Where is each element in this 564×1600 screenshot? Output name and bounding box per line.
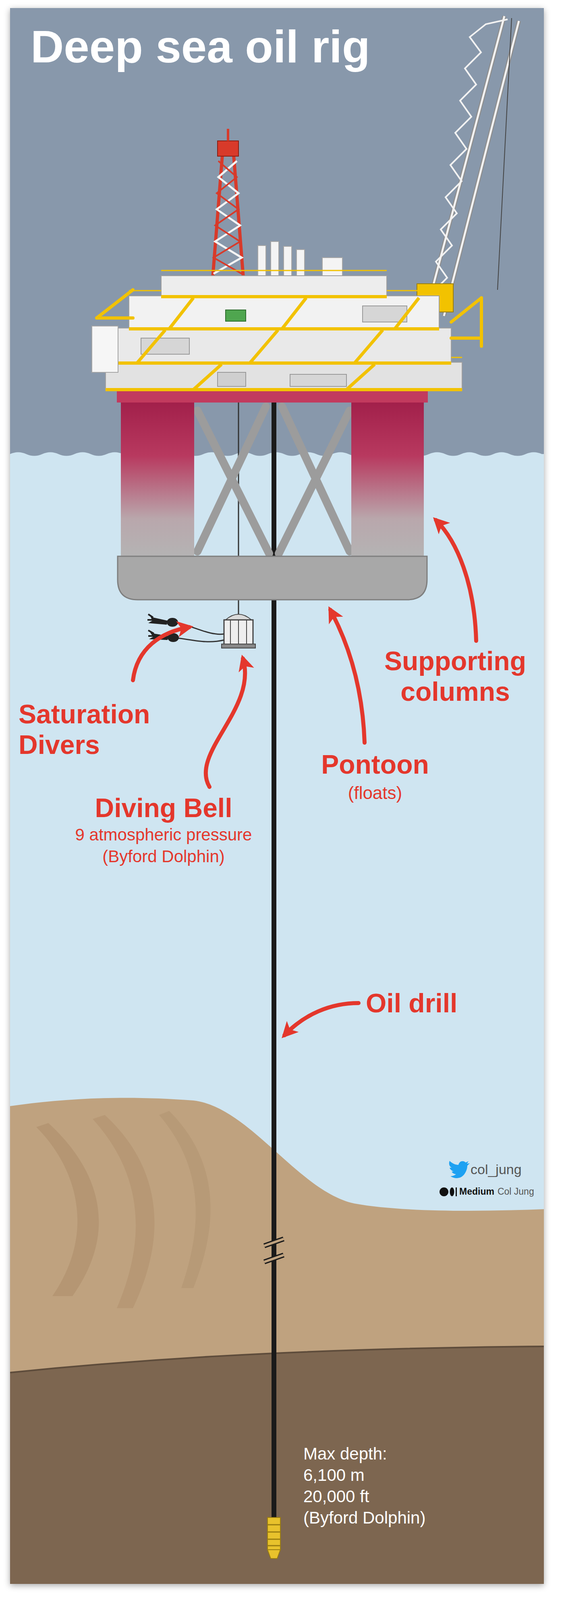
callout-arrow bbox=[284, 1003, 359, 1037]
watermark: col_jung bbox=[470, 1162, 522, 1179]
panel-frame bbox=[10, 8, 544, 1586]
sediment-streak bbox=[159, 1111, 211, 1290]
left-crane bbox=[96, 290, 482, 347]
yellow-girders bbox=[105, 296, 463, 390]
callout-label: Pontoon bbox=[321, 750, 430, 781]
drill-bit bbox=[267, 1518, 281, 1560]
callout-label: Diving Bell bbox=[94, 793, 233, 825]
pipe-break bbox=[264, 1256, 284, 1263]
cross-brace bbox=[197, 406, 350, 554]
support-column bbox=[351, 400, 424, 559]
depth-note: 20,000 ft bbox=[303, 1488, 370, 1508]
callout-note: (Byford Dolphin) bbox=[102, 847, 225, 867]
deck-modules bbox=[105, 275, 463, 391]
callout-arrow bbox=[330, 610, 365, 744]
callout-note: (floats) bbox=[348, 783, 403, 805]
pipe-break bbox=[264, 1256, 284, 1263]
saturation-diver bbox=[147, 614, 179, 628]
sediment-streak bbox=[36, 1123, 99, 1298]
deck-cabin bbox=[91, 326, 119, 373]
derrick-tower bbox=[212, 128, 244, 278]
crane-boom bbox=[416, 16, 519, 317]
sediment-streak bbox=[92, 1115, 155, 1310]
sky bbox=[10, 8, 544, 460]
diving-bell bbox=[221, 614, 256, 649]
pipe-break bbox=[264, 1239, 284, 1247]
layer-boundary bbox=[10, 1347, 544, 1374]
callout-arrow bbox=[435, 520, 477, 642]
pipe-break bbox=[264, 1239, 284, 1247]
depth-note: 6,100 m bbox=[303, 1466, 365, 1487]
medium-logo bbox=[439, 1188, 457, 1198]
seabed-sediment bbox=[10, 1098, 544, 1586]
deck-beam bbox=[116, 389, 428, 403]
callout-label: Supporting columns bbox=[370, 646, 540, 708]
pontoon-hull bbox=[117, 556, 428, 601]
depth-note: (Byford Dolphin) bbox=[303, 1509, 426, 1529]
watermark: Col Jung bbox=[497, 1187, 535, 1198]
callout-label: Oil drill bbox=[365, 989, 458, 1020]
support-column bbox=[120, 400, 195, 559]
depth-note: Max depth: bbox=[303, 1445, 388, 1465]
callout-label: Saturation Divers bbox=[18, 699, 188, 761]
umbilical bbox=[177, 638, 224, 643]
bedrock-layer bbox=[10, 1347, 544, 1586]
callout-note: 9 atmospheric pressure bbox=[75, 825, 253, 846]
deck-railing bbox=[105, 270, 463, 358]
exhaust-stacks bbox=[257, 241, 343, 278]
title: Deep sea oil rig bbox=[30, 20, 371, 73]
callout-arrow bbox=[132, 627, 190, 681]
callout-arrow bbox=[205, 659, 246, 788]
twitter-icon bbox=[449, 1161, 470, 1180]
watermark: Medium bbox=[459, 1187, 495, 1198]
